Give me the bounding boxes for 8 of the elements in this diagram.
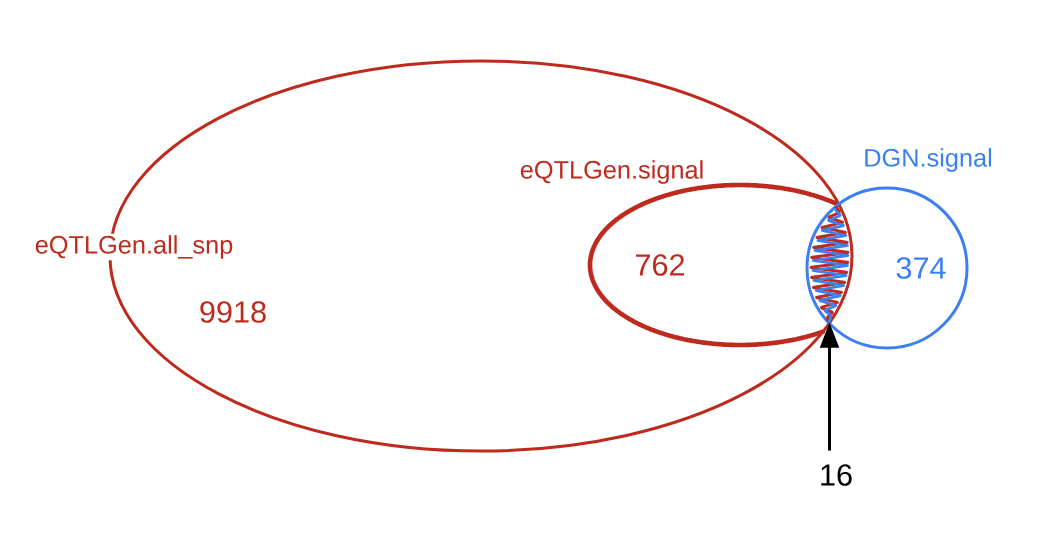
count: 374 (896, 257, 946, 279)
set-label: DGN.signal (865, 148, 992, 172)
count: 9918 (200, 301, 266, 323)
set-label: eQTLGen.all_snp (33, 233, 235, 261)
count: 762 (636, 254, 685, 276)
count: 16 (821, 464, 852, 486)
hatched-region (809, 206, 850, 325)
set-label: eQTLGen.signal (520, 160, 703, 184)
